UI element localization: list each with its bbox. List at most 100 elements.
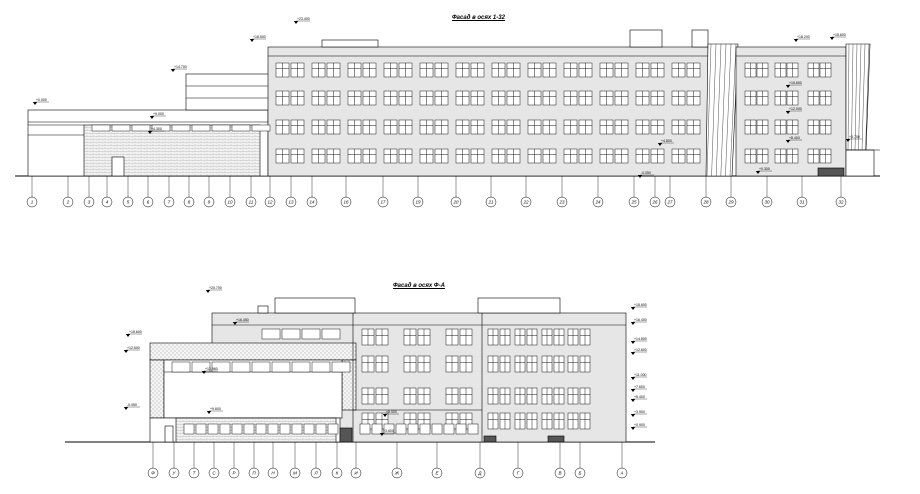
top-facade-body: [15, 29, 880, 177]
podium-window: [255, 423, 267, 435]
elevation-mark-label: +12.960: [205, 367, 218, 371]
axis-label: 4: [106, 200, 109, 205]
elevation-arrow: [123, 350, 129, 353]
axis-label: Ж: [394, 471, 400, 476]
elevation-mark-label: +12.600: [127, 346, 140, 350]
elevation-arrow: [793, 39, 799, 42]
frame-window: [231, 361, 251, 373]
axis-bubble: [228, 467, 240, 479]
elevation-mark-label: +16.400: [634, 318, 647, 322]
podium-window: [327, 423, 339, 435]
elevation-mark-label: +18.600: [833, 33, 846, 37]
elevation-mark-label: +18.200: [797, 35, 810, 39]
elevation-mark-label: +4.300: [151, 127, 162, 131]
podium-window: [279, 423, 291, 435]
axis-label: 12: [267, 200, 273, 205]
elevation-mark-label: +0.300: [759, 167, 770, 171]
elevation-arrow: [147, 131, 153, 134]
axis-bubble: [340, 196, 352, 208]
top-facade-title: Фасад в осях 1-32: [452, 15, 505, 21]
elevation-mark-label: +18.500: [253, 35, 266, 39]
axis-label: 17: [380, 200, 386, 205]
axis-label: 14: [309, 200, 315, 205]
ribbon-window: [251, 124, 271, 132]
podium-window: [359, 423, 371, 435]
axis-bubble: [168, 467, 180, 479]
axis-label: 22: [522, 200, 529, 205]
podium-window: [219, 423, 231, 435]
axis-label: Д: [477, 471, 482, 476]
axis-bubble: [289, 467, 301, 479]
elevation-arrow: [785, 85, 791, 88]
elevation-arrow: [657, 143, 663, 146]
axis-bubble: [208, 467, 220, 479]
podium-window: [183, 423, 195, 435]
elevation-mark-label: +18.600: [129, 330, 142, 334]
axis-label: 3: [88, 200, 91, 205]
axis-bubble: [26, 196, 38, 208]
podium-window: [195, 423, 207, 435]
elevation-arrow: [637, 175, 643, 178]
glass-mullion: [706, 43, 712, 177]
bottom-facade-title: Фасад в осях Ф-А: [393, 283, 445, 289]
axis-label: Г: [517, 471, 520, 476]
axis-label: У: [173, 471, 177, 476]
axis-label: К: [336, 471, 339, 476]
glass-mullion: [720, 43, 727, 177]
elevation-arrow: [630, 427, 636, 430]
axis-bubble: [183, 196, 195, 208]
elevation-arrow: [785, 140, 791, 143]
axis-bubble: [83, 196, 95, 208]
top-elevation-marks: +23.400+18.500+14.700+9.000+4.300+0.000-…: [32, 17, 862, 178]
podium-window: [383, 423, 395, 435]
podium-window: [443, 423, 455, 435]
frame-window: [291, 361, 311, 373]
axis-bubble: [554, 467, 566, 479]
elevation-mark-label: +15.600: [789, 81, 802, 85]
elevation-arrow: [755, 171, 761, 174]
elevation-arrow: [630, 322, 636, 325]
podium-window: [419, 423, 431, 435]
axis-bubble: [310, 467, 322, 479]
axis-label: Л: [313, 471, 318, 476]
frame-window: [311, 361, 331, 373]
podium-window: [267, 423, 279, 435]
axis-bubble: [248, 467, 260, 479]
axis-bubble: [520, 196, 532, 208]
elevation-mark-label: +9.600: [210, 407, 221, 411]
axis-label: 1: [31, 200, 34, 205]
glass-mullion: [716, 43, 722, 177]
axis-label: 2: [66, 200, 70, 205]
axis-label: Р: [232, 471, 235, 476]
elevation-arrow: [630, 377, 636, 380]
axis-label: 27: [666, 200, 673, 205]
frame-window: [211, 361, 231, 373]
axis-bubble: [616, 467, 628, 479]
axis-bubble: [142, 196, 154, 208]
axis-bubble: [796, 196, 808, 208]
elevation-arrow: [170, 69, 176, 72]
axis-label: 28: [702, 200, 709, 205]
podium-window: [455, 423, 467, 435]
upper-window: [281, 328, 301, 340]
axis-bubble: [101, 196, 113, 208]
axis-bubble: [188, 467, 200, 479]
ribbon-window: [211, 124, 231, 132]
axis-label: 30: [764, 200, 770, 205]
axis-bubble: [412, 196, 424, 208]
podium-window: [243, 423, 255, 435]
elevation-mark-label: +23.400: [297, 17, 310, 21]
podium-window: [467, 423, 479, 435]
ribbon-window: [171, 124, 191, 132]
elevation-mark-label: +3.900: [634, 410, 645, 414]
ribbon-window: [231, 124, 251, 132]
axis-label: 31: [799, 200, 805, 205]
axis-label: Т: [193, 471, 197, 476]
axis-bubble: [147, 467, 159, 479]
elevation-mark-label: -0.050: [641, 171, 651, 175]
elevation-mark-label: +0.900: [634, 423, 645, 427]
ribbon-window: [111, 124, 131, 132]
axis-label: Е: [435, 471, 439, 476]
elevation-arrow: [293, 21, 299, 24]
